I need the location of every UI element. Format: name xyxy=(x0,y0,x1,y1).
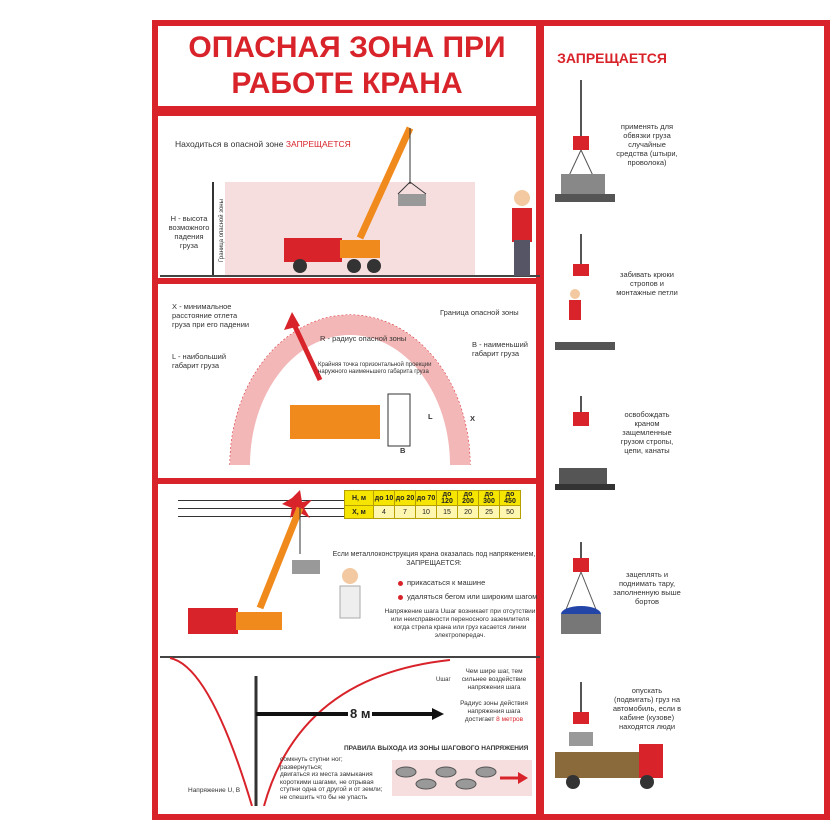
distance-label: 8 м xyxy=(348,706,373,721)
voltage-item-1: удаляться бегом или широким шагом xyxy=(398,592,537,601)
b-label: В - наименьший габарит груза xyxy=(472,340,528,358)
crane-scene-1 xyxy=(284,126,532,276)
section-rule-2 xyxy=(152,278,538,284)
forbid-illustration-1 xyxy=(555,80,615,202)
power-line-2 xyxy=(178,508,348,509)
power-line-1 xyxy=(178,500,348,501)
power-line-3 xyxy=(178,516,348,517)
danger-zone-diagram xyxy=(229,312,471,466)
title-line-2: РАБОТЕ КРАНА xyxy=(231,67,463,100)
forbid-item-1: применять для обвязки груза случайные ср… xyxy=(616,122,678,167)
forbid-illustration-4 xyxy=(561,542,601,634)
crane-scene-2 xyxy=(188,490,361,634)
height-arrow xyxy=(212,182,214,276)
step-voltage-graph xyxy=(169,657,451,806)
u-step-label: Uшаг xyxy=(436,677,451,683)
forbid-item-2: забивать крюки стропов и монтажные петли xyxy=(616,270,678,297)
radius-label: R - радиус опасной зоны xyxy=(320,334,407,343)
voltage-title: Если металлоконструкция крана оказалась … xyxy=(332,551,536,567)
exit-rule-3: не спешить что бы не упасть xyxy=(280,793,368,801)
height-label: Н - высота возможного падения груза xyxy=(168,214,210,250)
axis-label: Напряжение U, В xyxy=(188,787,241,794)
exit-rule-1: развернуться; xyxy=(280,763,323,771)
ground-line-2 xyxy=(160,656,540,658)
l-label: L - наибольший габарит груза xyxy=(172,352,227,370)
truck-cab xyxy=(284,238,342,262)
exit-rules-list: сомкнуть ступни ног; развернуться; двига… xyxy=(280,756,390,801)
exit-rule-0: сомкнуть ступни ног; xyxy=(280,756,343,763)
dim-l: L xyxy=(428,412,433,421)
radius-note: Радиус зоны действия напряжения шага дос… xyxy=(460,700,528,723)
zone-border-vertical-label: Граница опасной зоны xyxy=(219,199,225,262)
ground-line xyxy=(160,275,540,277)
forbid-item-4: зацеплять и поднимать тару, заполненную … xyxy=(613,570,681,606)
title-line-1: ОПАСНАЯ ЗОНА ПРИ xyxy=(188,31,506,64)
poster-frame xyxy=(152,20,830,820)
forbid-item-5: опускать (подвигать) груз на автомобиль,… xyxy=(612,686,682,731)
danger-notice: Находиться в опасной зоне ЗАПРЕЩАЕТСЯ xyxy=(175,139,351,149)
forbid-illustration-5 xyxy=(555,682,663,789)
bullet-icon xyxy=(398,594,403,600)
column-divider xyxy=(536,20,544,820)
x-min-label: Х - минимальное расстояние отлета груза … xyxy=(172,302,250,329)
voltage-item-0: прикасаться к машине xyxy=(398,578,485,587)
bullet-icon xyxy=(398,580,403,586)
exit-rules-title: ПРАВИЛА ВЫХОДА ИЗ ЗОНЫ ШАГОВОГО НАПРЯЖЕН… xyxy=(344,745,529,752)
wider-step-note: Чем шире шаг, тем сильнее воздействие на… xyxy=(461,668,527,691)
table-h-label: H, м xyxy=(344,490,374,506)
dim-b: B xyxy=(400,446,406,455)
zone-border-label: Граница опасной зоны xyxy=(440,308,519,317)
edge-point-label: Крайняя точка горизонтальной проекции на… xyxy=(318,362,432,375)
forbidden-title: ЗАПРЕЩАЕТСЯ xyxy=(557,50,667,66)
section-rule-3 xyxy=(152,478,538,484)
exit-rule-2: двигаться из места замыкания короткими ш… xyxy=(280,771,383,793)
footsteps-illustration xyxy=(392,760,532,796)
table-x-label: X, м xyxy=(344,505,374,519)
truck-body xyxy=(340,240,380,258)
poster-title: ОПАСНАЯ ЗОНА ПРИ РАБОТЕ КРАНА xyxy=(158,26,536,106)
forbid-illustration-2 xyxy=(555,234,615,350)
forbid-item-3: освобождать краном защемленные грузом ст… xyxy=(620,410,674,455)
step-voltage-note: Напряжение шага Uшаг возникает при отсут… xyxy=(384,608,536,639)
forbid-illustration-3 xyxy=(555,396,615,490)
section-rule-1 xyxy=(152,106,538,116)
dim-x: X xyxy=(470,414,476,423)
